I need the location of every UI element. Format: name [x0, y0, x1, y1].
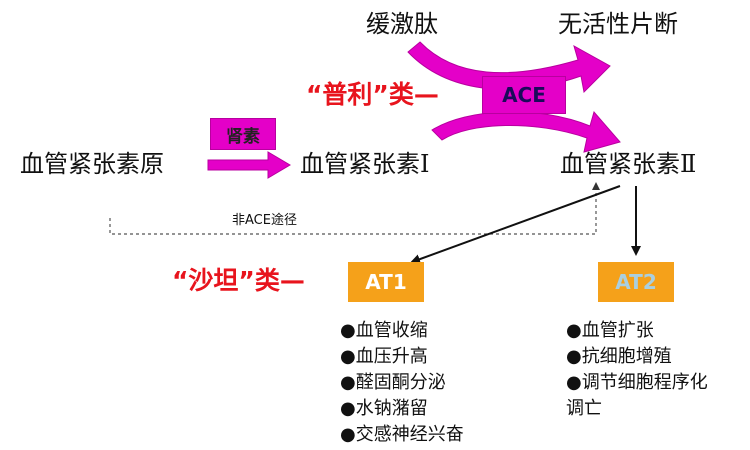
at2-effect-item: ●血管扩张 [566, 320, 654, 341]
ace-box: ACE [482, 76, 566, 114]
ace-conversion-arrow [431, 110, 621, 153]
at2-effect-item: ●调节细胞程序化 [566, 372, 708, 393]
at1-effect-item: ●水钠潴留 [340, 398, 428, 419]
at2-effect-item: 调亡 [566, 398, 602, 419]
prils-label: “普利”类— [306, 80, 439, 109]
ang2-to-at1-arrow [410, 185, 621, 264]
angiotensin-2-label: 血管紧张素Ⅱ [560, 150, 697, 178]
sartans-label: “沙坦”类— [172, 266, 305, 295]
at2-effect-item: ●抗细胞增殖 [566, 346, 672, 367]
at1-effects-list: ●血管收缩 ●血压升高 ●醛固酮分泌 ●水钠潴留 ●交感神经兴奋 [340, 318, 464, 448]
at1-effect-item: ●交感神经兴奋 [340, 424, 464, 445]
angiotensin-1-label: 血管紧张素Ⅰ [300, 150, 430, 178]
at2-effects-list: ●血管扩张 ●抗细胞增殖 ●调节细胞程序化 调亡 [566, 318, 708, 422]
non-ace-pathway-label: 非ACE途径 [232, 213, 297, 228]
at1-effect-item: ●醛固酮分泌 [340, 372, 446, 393]
angiotensinogen-label: 血管紧张素原 [20, 150, 164, 178]
renin-box: 肾素 [210, 118, 276, 150]
at1-receptor-box: AT1 [348, 262, 424, 302]
at2-receptor-box: AT2 [598, 262, 674, 302]
at1-effect-item: ●血压升高 [340, 346, 428, 367]
bradykinin-label: 缓激肽 [366, 10, 438, 38]
at1-effect-item: ●血管收缩 [340, 320, 428, 341]
non-ace-pathway-line [109, 182, 600, 235]
renin-arrow [207, 151, 291, 179]
inactive-fragments-label: 无活性片断 [558, 10, 678, 38]
